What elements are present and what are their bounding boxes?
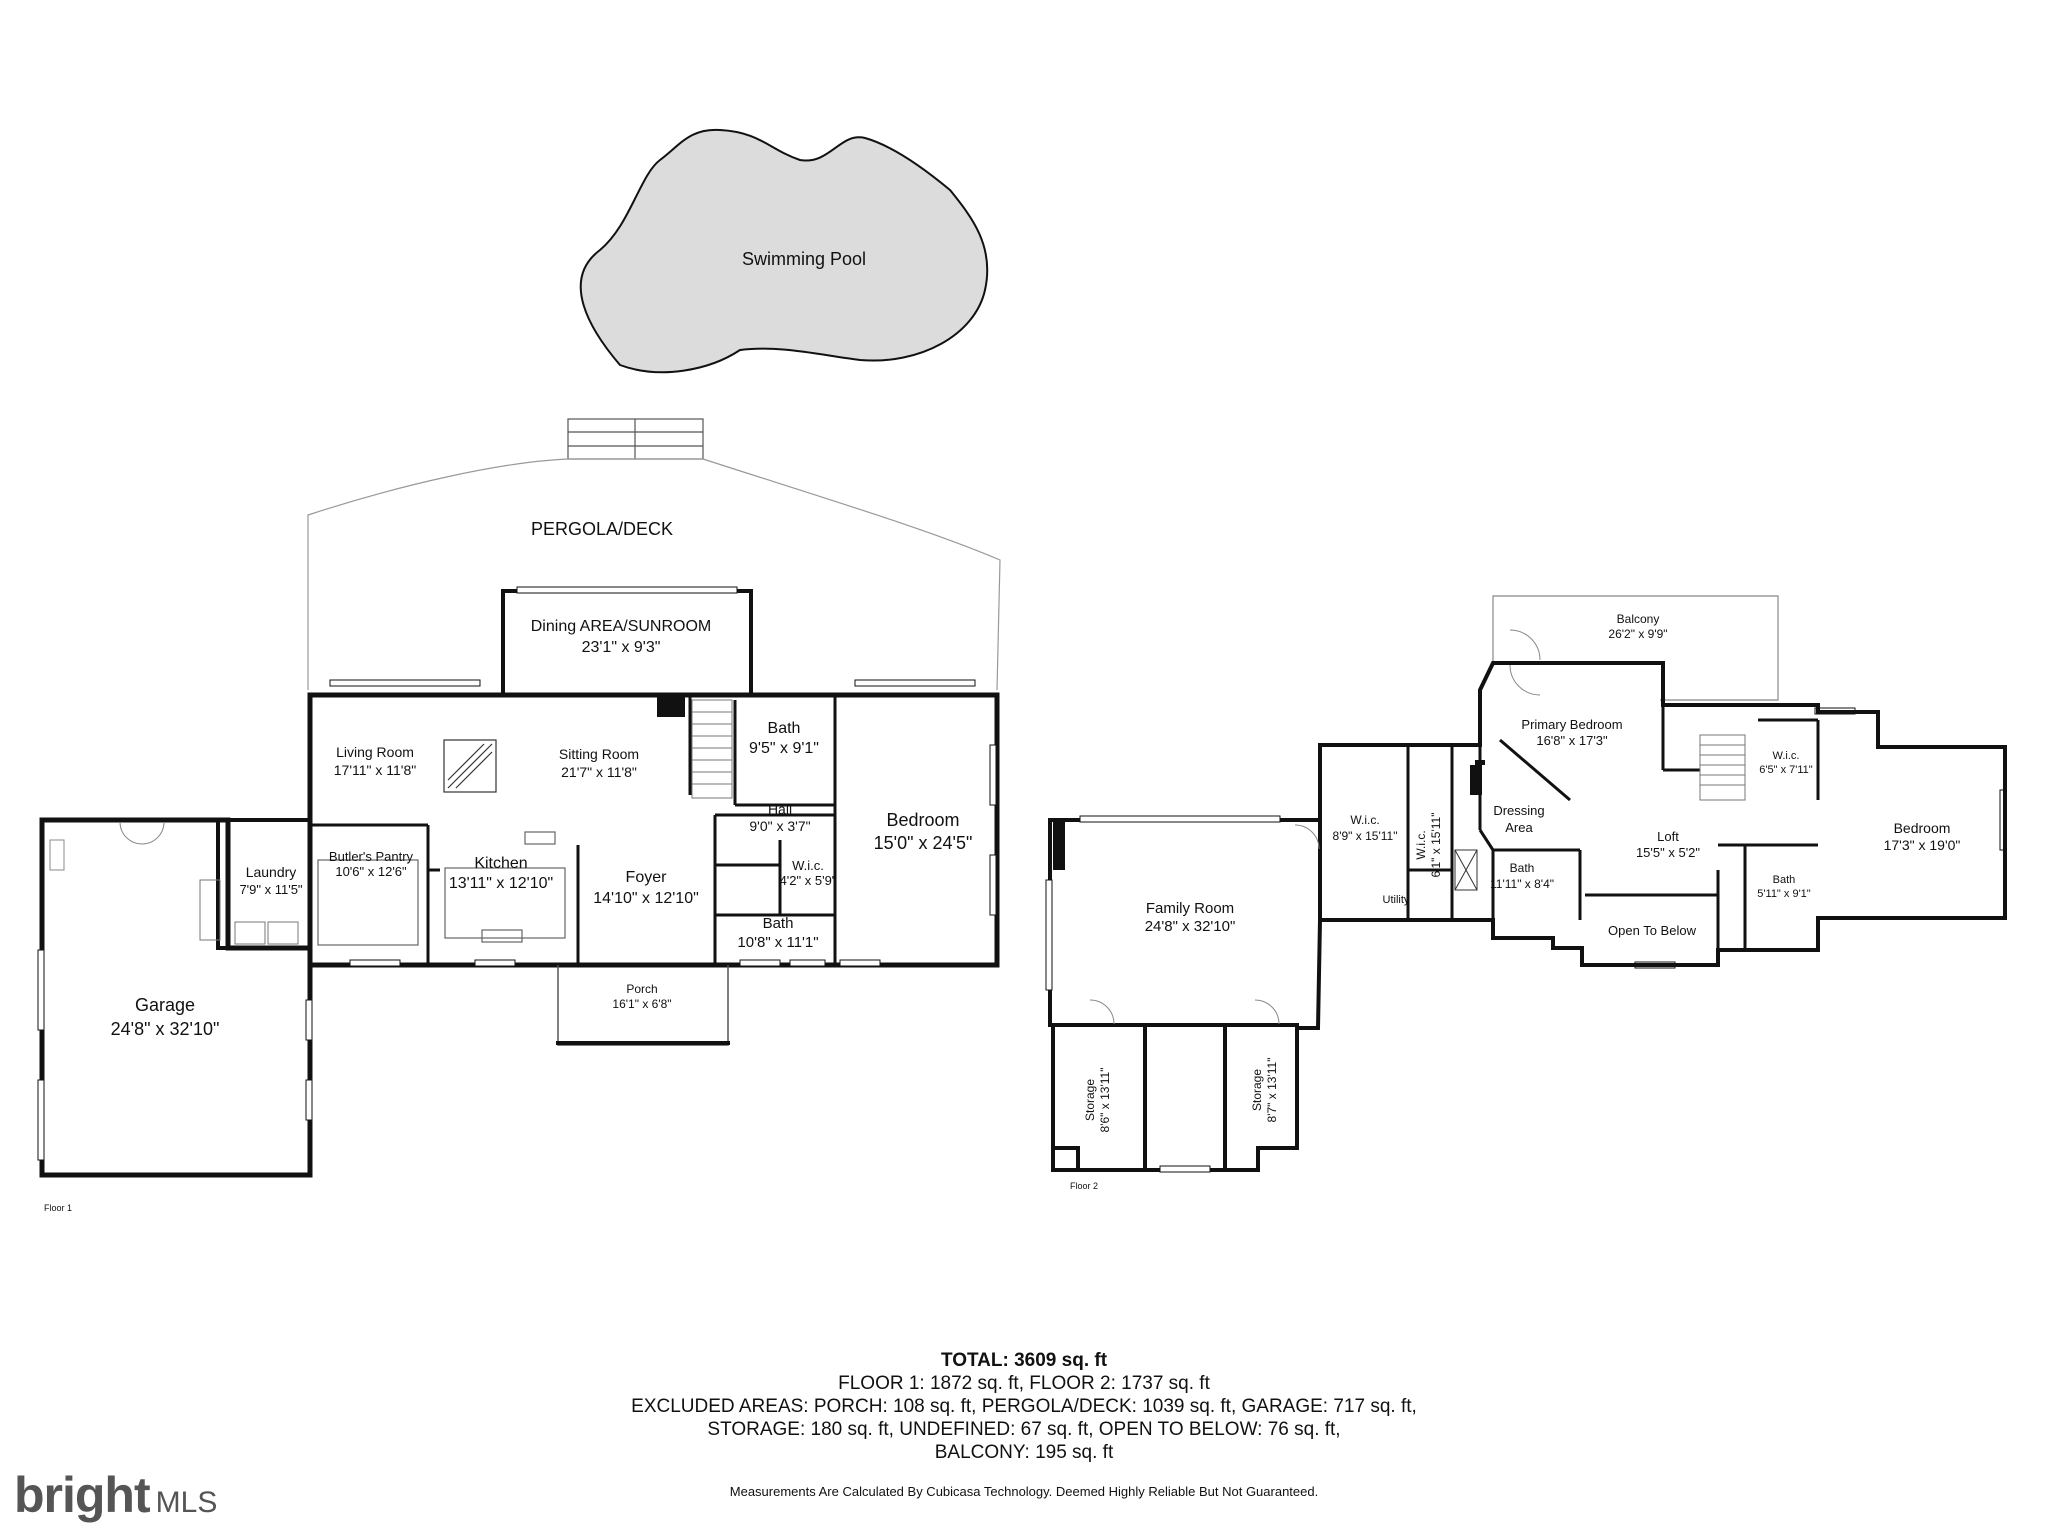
room-name-porch: Porch bbox=[626, 982, 657, 996]
floor2-caption: Floor 2 bbox=[1070, 1181, 1098, 1191]
area-summary: TOTAL: 3609 sq. ft FLOOR 1: 1872 sq. ft,… bbox=[0, 1349, 2048, 1464]
garage-walls bbox=[39, 817, 313, 1178]
room-dims-laundry: 7'9" x 11'5" bbox=[239, 882, 302, 897]
room-name-open-to-below: Open To Below bbox=[1608, 923, 1697, 938]
floor1-labels: Swimming Pool PERGOLA/DECK Dining AREA/S… bbox=[44, 249, 972, 1213]
floor2-interior-walls bbox=[1318, 663, 1820, 950]
room-name-bath-1b: Bath bbox=[763, 915, 794, 932]
floor2-stairs bbox=[1699, 734, 1746, 801]
room-name-wic-1: W.i.c. bbox=[792, 858, 824, 873]
room-dims-wic-2a: 8'9" x 15'11" bbox=[1333, 829, 1398, 843]
room-dims-primary-bedroom: 16'8" x 17'3" bbox=[1536, 733, 1608, 748]
floor-2-plan bbox=[1045, 595, 2007, 1173]
room-dims-living-room: 17'11" x 11'8" bbox=[334, 762, 417, 778]
garage-windows bbox=[37, 949, 313, 1161]
room-name-pergola-deck: PERGOLA/DECK bbox=[531, 519, 673, 539]
room-dims-wic-2c: 6'5" x 7'11" bbox=[1759, 764, 1812, 776]
room-name-sunroom: Dining AREA/SUNROOM bbox=[531, 618, 712, 635]
floor1-interior-walls bbox=[310, 695, 837, 965]
room-dims-wic-1: 4'2" x 5'9" bbox=[780, 873, 837, 888]
room-name-wic-2c: W.i.c. bbox=[1773, 750, 1800, 762]
room-dims-sitting-room: 21'7" x 11'8" bbox=[561, 764, 637, 780]
floor2-chimney bbox=[1470, 765, 1482, 795]
room-dims-foyer: 14'10" x 12'10" bbox=[593, 890, 699, 907]
room-dims-kitchen: 13'11" x 12'10" bbox=[449, 875, 553, 892]
room-name-bedroom-1: Bedroom bbox=[886, 810, 959, 830]
floor2-door-swings bbox=[1089, 629, 1541, 1025]
room-dims-loft: 15'5" x 5'2" bbox=[1636, 845, 1700, 860]
room-name-bath-2b: Bath bbox=[1773, 874, 1796, 886]
room-dims-storage-right: 8'7" x 13'11" bbox=[1265, 1058, 1279, 1123]
deck-steps bbox=[567, 418, 704, 460]
upper-wing-walls bbox=[1318, 661, 2007, 967]
logo-brand: bright bbox=[14, 1467, 151, 1523]
room-dims-butlers-pantry: 10'6" x 12'6" bbox=[335, 864, 407, 879]
room-dims-family-room: 24'8" x 32'10" bbox=[1145, 918, 1236, 935]
room-name-butlers-pantry: Butler's Pantry bbox=[329, 849, 414, 864]
room-dims-garage: 24'8" x 32'10" bbox=[111, 1019, 220, 1039]
room-name-loft: Loft bbox=[1657, 829, 1679, 844]
main-house-walls bbox=[307, 692, 1000, 968]
floor1-stairs bbox=[691, 699, 733, 799]
floor-areas: FLOOR 1: 1872 sq. ft, FLOOR 2: 1737 sq. … bbox=[838, 1373, 1210, 1394]
room-name-storage-right: Storage bbox=[1250, 1069, 1264, 1111]
room-name-swimming-pool: Swimming Pool bbox=[742, 249, 866, 269]
room-name-utility: Utility bbox=[1383, 894, 1410, 906]
room-name-kitchen: Kitchen bbox=[474, 855, 527, 872]
excluded-areas: EXCLUDED AREAS: PORCH: 108 sq. ft, PERGO… bbox=[631, 1396, 1417, 1417]
measurement-disclaimer: Measurements Are Calculated By Cubicasa … bbox=[729, 1484, 1319, 1499]
balcony-outline bbox=[1492, 595, 1779, 701]
room-dims-balcony: 26'2" x 9'9" bbox=[1608, 627, 1667, 641]
room-dims-bath-1b: 10'8" x 11'1" bbox=[737, 934, 818, 951]
family-room-column bbox=[1053, 822, 1065, 870]
fireplace-symbol bbox=[443, 739, 497, 793]
room-name-laundry: Laundry bbox=[246, 864, 297, 880]
logo-suffix: MLS bbox=[155, 1486, 218, 1519]
floor2-labels: Balcony 26'2" x 9'9" Primary Bedroom 16'… bbox=[1070, 612, 1960, 1191]
room-name-balcony: Balcony bbox=[1617, 612, 1660, 626]
room-dims-porch: 16'1" x 6'8" bbox=[612, 997, 671, 1011]
swimming-pool-shape bbox=[579, 128, 989, 374]
chimney-block bbox=[657, 697, 685, 717]
room-dims-wic-2b: 6'1" x 15'11" bbox=[1429, 813, 1443, 878]
room-dims-sunroom: 23'1" x 9'3" bbox=[582, 639, 661, 656]
room-dims-bedroom-2: 17'3" x 19'0" bbox=[1884, 837, 1961, 853]
floor2-shower bbox=[1454, 849, 1478, 891]
room-name-bath-1a: Bath bbox=[768, 720, 801, 737]
floor-1-plan bbox=[37, 128, 1001, 1178]
room-name-foyer: Foyer bbox=[626, 869, 668, 886]
room-name-family-room: Family Room bbox=[1146, 900, 1234, 917]
storage-left-walls bbox=[1051, 1023, 1147, 1172]
room-name-garage: Garage bbox=[135, 995, 195, 1015]
room-name-storage-left: Storage bbox=[1083, 1079, 1097, 1121]
room-dims-hall: 9'0" x 3'7" bbox=[749, 818, 810, 834]
room-name-wic-2b: W.i.c. bbox=[1414, 830, 1428, 859]
room-dims-bedroom-1: 15'0" x 24'5" bbox=[874, 833, 973, 853]
room-name-bath-2a: Bath bbox=[1510, 861, 1535, 875]
room-name-primary-bedroom: Primary Bedroom bbox=[1521, 717, 1622, 732]
storage-right-walls bbox=[1223, 1023, 1299, 1172]
room-dims-bath-2a: 11'11" x 8'4" bbox=[1490, 877, 1554, 891]
total-area: TOTAL: 3609 sq. ft bbox=[940, 1350, 1108, 1371]
floor1-windows bbox=[329, 586, 997, 967]
laundry-fixtures bbox=[199, 879, 299, 945]
room-name-hall: Hall bbox=[768, 801, 792, 817]
room-dims-dressing-area: Area bbox=[1505, 820, 1533, 835]
room-name-sitting-room: Sitting Room bbox=[559, 746, 639, 762]
room-name-living-room: Living Room bbox=[336, 744, 414, 760]
floor1-caption: Floor 1 bbox=[44, 1203, 72, 1213]
room-name-bedroom-2: Bedroom bbox=[1894, 820, 1951, 836]
room-dims-storage-left: 8'6" x 13'11" bbox=[1098, 1068, 1112, 1133]
room-name-dressing-area: Dressing bbox=[1493, 803, 1544, 818]
excluded-areas-continued: STORAGE: 180 sq. ft, UNDEFINED: 67 sq. f… bbox=[707, 1419, 1341, 1440]
room-dims-bath-1a: 9'5" x 9'1" bbox=[749, 740, 819, 757]
pergola-deck-outline bbox=[307, 458, 1001, 691]
room-name-wic-2a: W.i.c. bbox=[1350, 813, 1379, 827]
kitchen-fixtures bbox=[317, 831, 566, 946]
garage-door-swing bbox=[49, 821, 165, 871]
balcony-area: BALCONY: 195 sq. ft bbox=[934, 1442, 1114, 1463]
room-dims-bath-2b: 5'11" x 9'1" bbox=[1757, 888, 1810, 900]
